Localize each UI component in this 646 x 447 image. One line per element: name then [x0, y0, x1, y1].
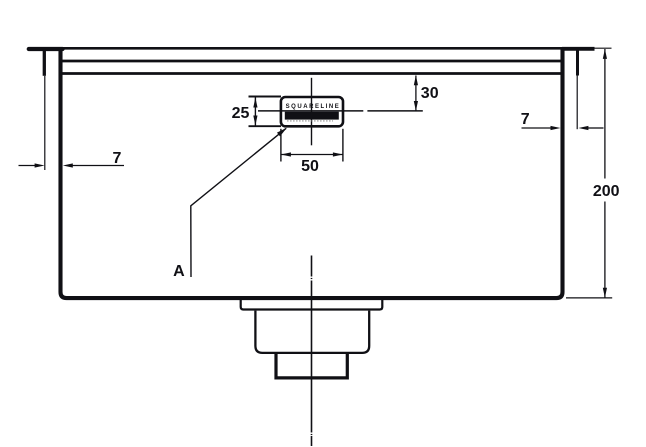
svg-text:7: 7 [113, 150, 122, 167]
svg-text:200: 200 [593, 183, 620, 200]
svg-text:7: 7 [521, 111, 530, 128]
svg-text:50: 50 [301, 158, 319, 175]
svg-text:A: A [173, 263, 185, 280]
svg-text:SQUARELINE: SQUARELINE [286, 104, 339, 110]
svg-text:25: 25 [232, 105, 250, 122]
svg-text:30: 30 [421, 85, 439, 102]
